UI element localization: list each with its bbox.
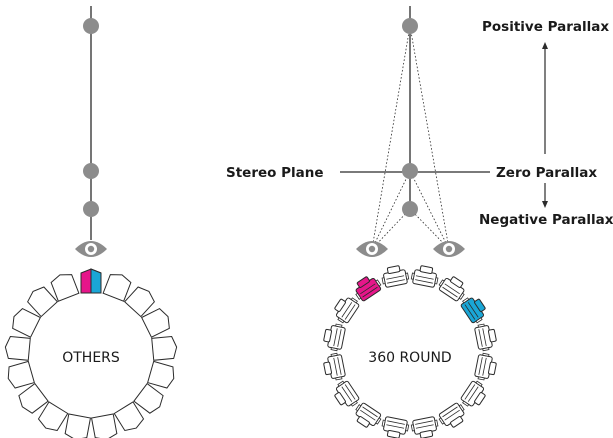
others-module xyxy=(64,413,92,438)
others-module xyxy=(37,401,69,432)
round-camera-ring xyxy=(323,265,497,438)
negative-parallax-arrow xyxy=(542,183,548,208)
round-node-negative xyxy=(402,201,418,217)
others-node-mid xyxy=(83,163,99,179)
camera-module-icon xyxy=(438,402,465,428)
others-module xyxy=(12,307,42,338)
others-module xyxy=(151,335,178,361)
others-label: OTHERS xyxy=(62,350,120,366)
others-node-low xyxy=(83,201,99,217)
zero-parallax-label: Zero Parallax xyxy=(496,165,597,181)
camera-module-icon xyxy=(334,297,360,324)
others-module xyxy=(133,382,164,414)
others-module xyxy=(123,286,155,318)
camera-module-icon xyxy=(323,352,346,381)
right-eye-icon xyxy=(433,241,465,257)
camera-module-icon xyxy=(355,276,382,302)
camera-module-icon xyxy=(474,352,497,381)
round-node-zero xyxy=(402,163,418,179)
camera-module-icon xyxy=(474,323,497,352)
sight-lines xyxy=(371,25,450,250)
round-label: 360 ROUND xyxy=(368,350,451,366)
positive-parallax-arrow xyxy=(542,42,548,154)
others-module xyxy=(140,307,170,338)
camera-module-icon xyxy=(334,380,360,407)
negative-parallax-label: Negative Parallax xyxy=(479,212,613,228)
camera-module-icon xyxy=(460,380,486,407)
camera-module-icon xyxy=(381,265,410,288)
stereo-plane-label: Stereo Plane xyxy=(226,165,324,181)
others-configuration: OTHERS xyxy=(4,6,178,438)
camera-module-icon xyxy=(460,297,486,324)
camera-module-icon xyxy=(410,416,439,438)
others-module xyxy=(18,382,49,414)
others-module xyxy=(7,360,35,389)
round-configuration: 360 ROUND xyxy=(323,6,497,438)
others-module xyxy=(113,401,145,432)
others-module xyxy=(102,274,132,302)
round-node-top xyxy=(402,18,418,34)
others-camera-ring xyxy=(4,274,178,438)
camera-module-icon xyxy=(381,416,410,438)
left-eye-icon xyxy=(356,241,388,257)
others-module xyxy=(27,286,59,318)
others-module xyxy=(90,413,118,438)
positive-parallax-label: Positive Parallax xyxy=(482,19,609,35)
camera-module-icon xyxy=(323,323,346,352)
camera-module-icon xyxy=(410,265,439,288)
eye-icon xyxy=(75,241,107,257)
others-module xyxy=(4,335,31,361)
others-module xyxy=(147,360,175,389)
others-module xyxy=(50,274,80,302)
camera-module-icon xyxy=(355,402,382,428)
camera-module-icon xyxy=(438,276,465,302)
others-node-top xyxy=(83,18,99,34)
others-center-module xyxy=(80,268,102,294)
